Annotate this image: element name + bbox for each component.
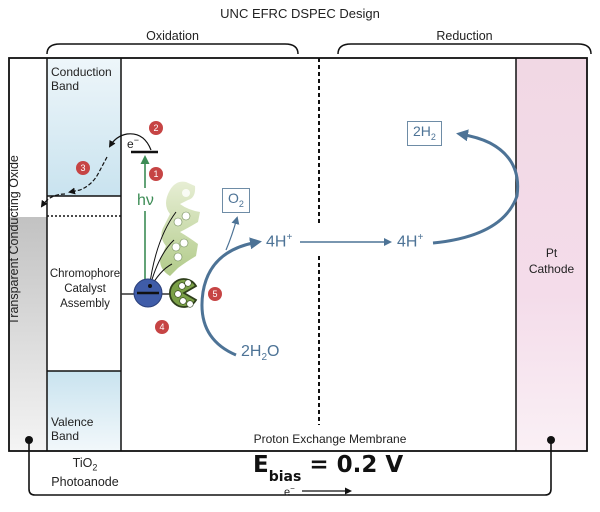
valence-band-label: Valence Band xyxy=(51,415,94,444)
cathode-metal: Pt xyxy=(545,246,558,260)
cell-frame xyxy=(8,57,588,452)
bias-value: = 0.2 V xyxy=(309,452,404,478)
electron-charge: − xyxy=(133,135,139,145)
protons-cathode-charge: + xyxy=(417,232,424,243)
photoanode-text: Photoanode xyxy=(51,475,119,490)
step-badge-4: 4 xyxy=(155,320,169,334)
external-circuit-wire xyxy=(28,440,552,496)
electron-transport-arrow xyxy=(68,156,108,195)
protons-anode-symbol: 4H xyxy=(266,233,287,251)
step-badge-2: 2 xyxy=(149,121,163,135)
oxygen-symbol: O xyxy=(228,190,239,206)
oxygen-box: O2 xyxy=(222,188,250,213)
assembly-line-2: Catalyst xyxy=(64,282,106,295)
oxidation-label: Oxidation xyxy=(146,29,199,43)
electron-flow-label: e− xyxy=(284,484,295,499)
photon-label: hν xyxy=(137,192,154,209)
step-badge-1: 1 xyxy=(149,167,163,181)
chromophore-dot xyxy=(148,284,152,288)
hydrogen-subscript: 2 xyxy=(430,131,436,142)
flow-electron-symbol: e xyxy=(284,486,291,499)
protons-cathode-label: 4H+ xyxy=(397,232,423,252)
photoanode-label: TiO2 Photoanode xyxy=(40,455,130,490)
bias-voltage: Ebias = 0.2 V xyxy=(253,452,403,485)
protons-anode-label: 4H+ xyxy=(266,232,292,252)
valence-band-line-1: Valence xyxy=(51,415,94,429)
reduction-label: Reduction xyxy=(436,29,493,43)
step-badge-5: 5 xyxy=(208,287,222,301)
reduction-brace xyxy=(337,43,592,55)
assembly-line-1: Chromophore xyxy=(49,268,121,280)
hydrogen-symbol: 2H xyxy=(413,123,431,139)
step-badge-3: 3 xyxy=(76,161,90,175)
protons-cathode-symbol: 4H xyxy=(397,233,418,251)
electron-collection-arrow xyxy=(40,193,66,208)
assembly-line-3: Assembly xyxy=(60,297,110,310)
cathode-text: Cathode xyxy=(528,261,575,276)
oxygen-subscript: 2 xyxy=(238,198,244,209)
diagram-title: UNC EFRC DSPEC Design xyxy=(220,6,380,21)
catalyst xyxy=(168,278,198,308)
valence-band-region xyxy=(47,371,121,451)
tco-label: Transparent Conducting Oxide xyxy=(7,155,21,325)
conduction-band-line-2: Band xyxy=(51,78,80,93)
electron-symbol: e xyxy=(127,137,134,151)
tco-region xyxy=(9,217,47,451)
water-label: 2H2O xyxy=(241,343,279,364)
assembly-label: Chromophore Catalyst Assembly xyxy=(47,267,123,312)
membrane-label: Proton Exchange Membrane xyxy=(253,432,407,446)
conduction-band-label: Conduction Band xyxy=(51,65,112,94)
oxidation-brace xyxy=(46,43,299,55)
excited-electron-label: e− xyxy=(127,135,139,152)
cathode-region xyxy=(516,58,587,451)
conduction-band-line-1: Conduction xyxy=(51,65,112,79)
catalyst-chain xyxy=(160,181,200,276)
cathode-label: Pt Cathode xyxy=(516,246,587,277)
water-prefix: 2H xyxy=(241,343,262,360)
tio2-formula: TiO xyxy=(72,456,93,470)
bias-symbol: E xyxy=(253,452,269,478)
bias-subscript: bias xyxy=(268,469,302,485)
hydrogen-box: 2H2 xyxy=(407,121,442,146)
water-oxidation-arrow xyxy=(200,237,262,357)
flow-electron-charge: − xyxy=(290,484,295,493)
water-subscript: 2 xyxy=(261,352,268,364)
protons-anode-charge: + xyxy=(286,232,293,243)
oxygen-release-arrow xyxy=(225,216,240,251)
tio2-subscript: 2 xyxy=(92,462,98,473)
valence-band-line-2: Band xyxy=(51,428,80,443)
hydrogen-evolution-arrow xyxy=(432,129,520,245)
water-suffix: O xyxy=(267,343,280,360)
electron-injection-arrow xyxy=(108,133,152,151)
